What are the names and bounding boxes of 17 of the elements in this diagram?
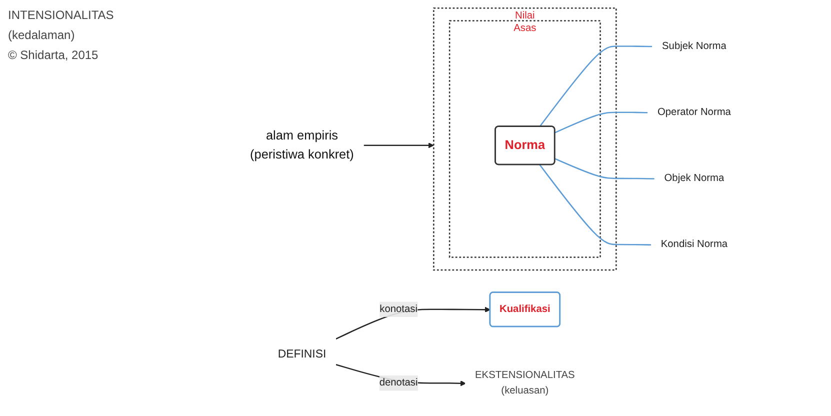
edge-label: konotasi [380, 304, 418, 314]
node-text: EKSTENSIONALITAS (keluasan) [474, 370, 575, 396]
connector [539, 46, 653, 128]
node-text: DEFINISI [278, 348, 326, 360]
node-text: Kondisi Norma [660, 238, 728, 250]
note-text: INTENSIONALITAS [8, 8, 115, 22]
connector [554, 112, 648, 134]
connector [539, 164, 652, 246]
connector [554, 158, 656, 180]
node-text: Subjek Norma [662, 40, 726, 52]
edge-label: denotasi [379, 377, 418, 388]
arrow [363, 142, 434, 148]
note-text: (kedalaman) [8, 28, 76, 42]
node-text: Objek Norma [664, 172, 724, 184]
note-text: © Shidarta, 2015 [8, 48, 100, 62]
node-text: Operator Norma [657, 106, 731, 118]
node-text: alam empiris (peristiwa konkret) [250, 128, 354, 162]
